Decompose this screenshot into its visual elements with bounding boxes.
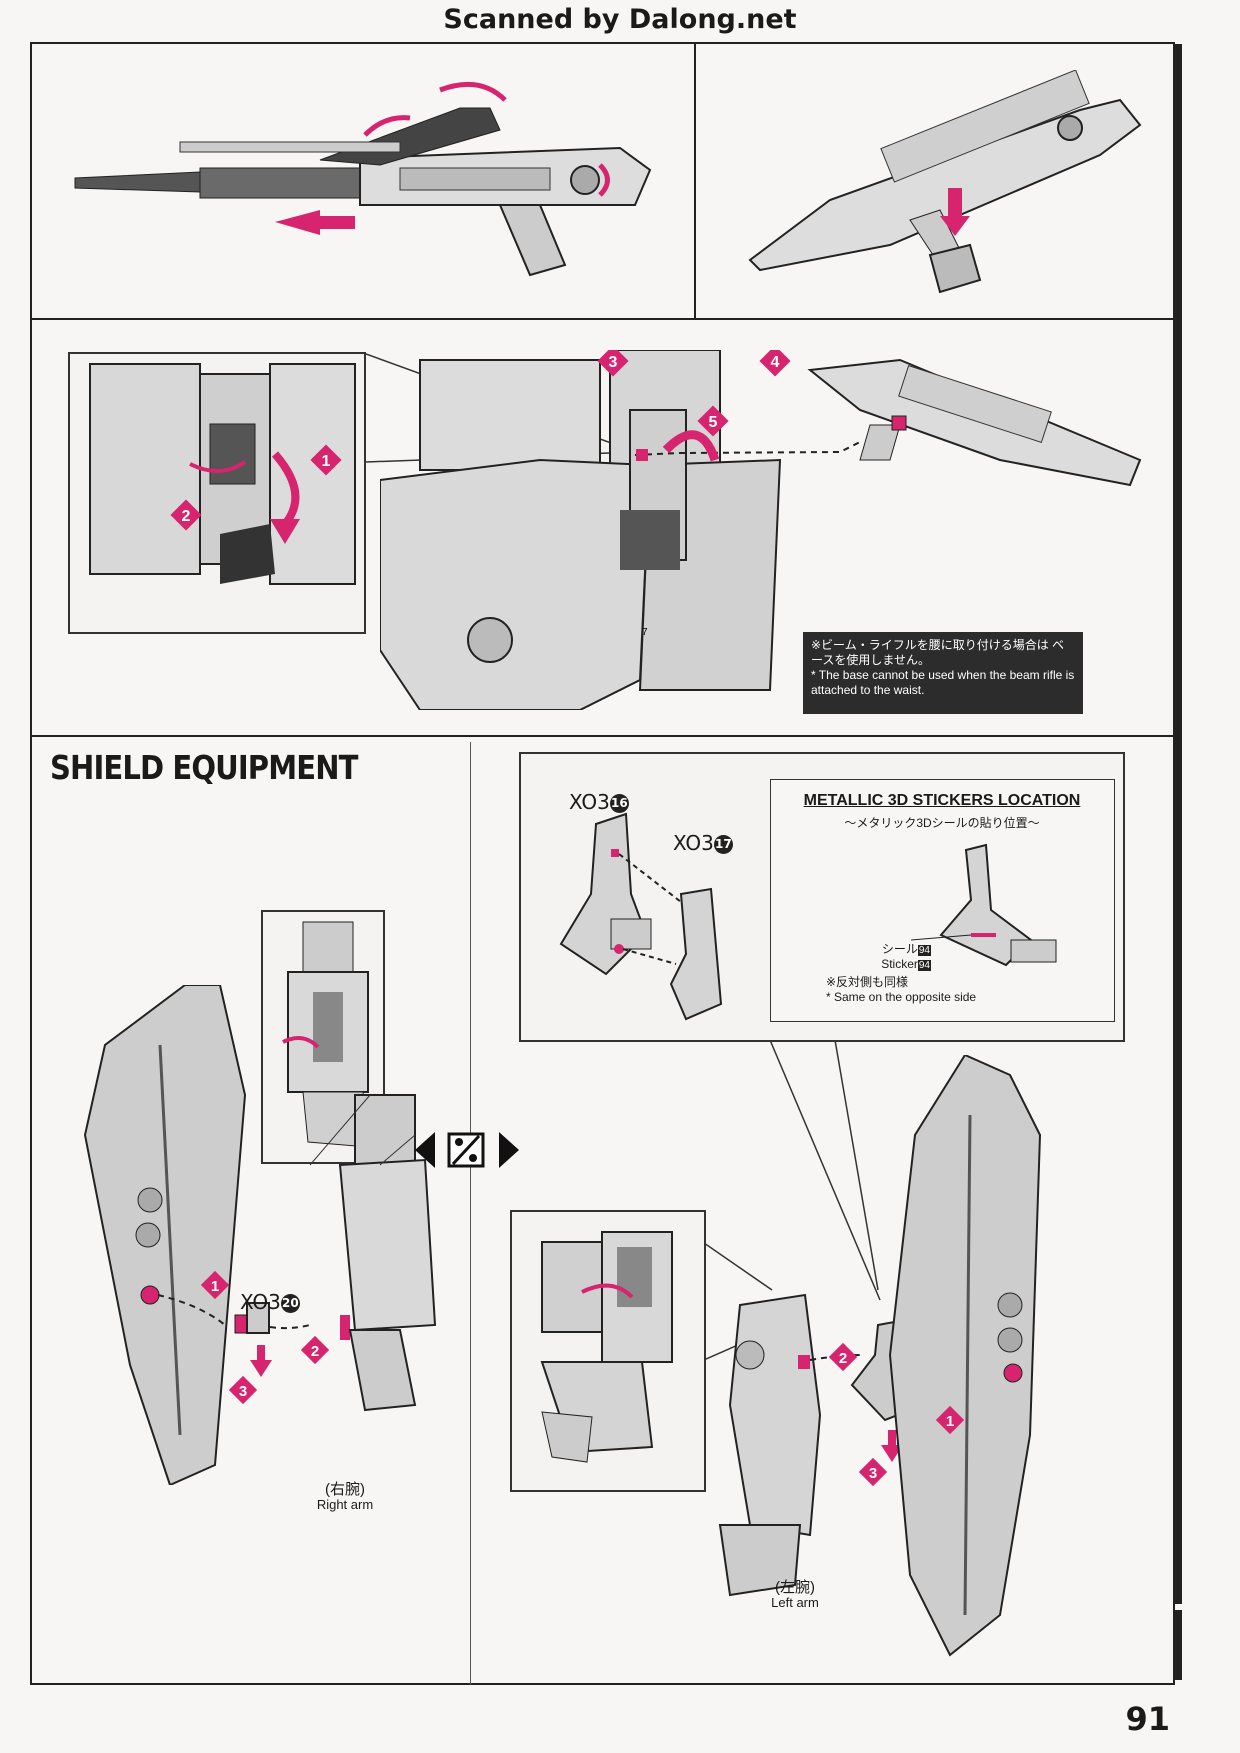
svg-text:2: 2 [839, 1350, 847, 1367]
left-arm-label-ja: (左腕) [775, 1579, 815, 1596]
sticker-num-en: 94 [917, 960, 931, 971]
right-arm-label-ja: (右腕) [325, 1481, 365, 1498]
divider-row-2 [30, 735, 1175, 737]
waist-detail-illustration: 1 2 [89, 363, 356, 585]
right-arm-caption: (右腕) Right arm [300, 1482, 390, 1512]
svg-text:1: 1 [322, 453, 331, 470]
svg-text:2: 2 [182, 508, 191, 525]
divider-top-col [694, 44, 696, 318]
opposite-note-en: * Same on the opposite side [826, 990, 977, 1004]
left-parts-illustration [559, 812, 723, 1021]
left-parts-inset: XO316 XO317 METALLIC 3D STICKERS LOCATIO… [519, 752, 1125, 1042]
sticker-part-illustration [911, 843, 1057, 967]
opposite-note: ※反対側も同様 * Same on the opposite side [826, 973, 976, 1004]
left-part-a-num: 16 [609, 794, 629, 813]
right-step-1-marker: 1 [200, 1270, 230, 1300]
sticker-label-en: Sticker [881, 957, 918, 971]
svg-text:4: 4 [771, 354, 780, 371]
left-part-a-label: XO316 [569, 790, 629, 814]
right-step-3-marker: 3 [228, 1375, 258, 1405]
step-1-marker: 1 [310, 444, 342, 476]
waist-note-ja: ※ビーム・ライフルを腰に取り付ける場合は ベースを使用しません。 [811, 638, 1065, 667]
svg-text:3: 3 [239, 1383, 247, 1400]
right-step-2-marker: 2 [300, 1335, 330, 1365]
left-step-2-marker: 2 [828, 1342, 858, 1372]
divider-row-1 [30, 318, 1175, 320]
page-number: 91 [1125, 1700, 1170, 1738]
stickers-title: METALLIC 3D STICKERS LOCATION [803, 792, 1081, 809]
left-step-3-marker: 3 [858, 1457, 888, 1487]
right-part-code: XO3 [240, 1290, 281, 1314]
section-title: SHIELD EQUIPMENT [50, 748, 358, 787]
sticker-num-ja: 94 [917, 945, 931, 956]
step-4-marker: 4 [759, 350, 791, 377]
svg-text:3: 3 [869, 1465, 877, 1482]
svg-text:2: 2 [311, 1343, 319, 1360]
left-part-b-code: XO3 [673, 831, 714, 855]
left-arm-detail-illustration [540, 1231, 673, 1463]
left-arm-detail-inset [510, 1210, 706, 1492]
part-number-7: 7 [642, 627, 648, 638]
svg-text:1: 1 [946, 1413, 954, 1430]
left-right-swap-icon [415, 1132, 519, 1168]
right-shield-assembly-illustration: 1 2 3 [83, 985, 437, 1485]
right-part-num: 20 [280, 1294, 300, 1313]
stickers-location-box: METALLIC 3D STICKERS LOCATION 〜メタリック3Dシー… [770, 779, 1115, 1022]
scan-credit: Scanned by Dalong.net [443, 4, 797, 35]
svg-text:3: 3 [609, 354, 618, 371]
right-arm-label-en: Right arm [316, 1497, 374, 1512]
stickers-subtitle: 〜メタリック3Dシールの貼り位置〜 [844, 816, 1040, 830]
side-rail-lower [1174, 1610, 1182, 1680]
side-rail [1174, 44, 1182, 1604]
waist-detail-inset: 1 2 [68, 352, 366, 634]
left-part-a-code: XO3 [569, 790, 610, 814]
left-arm-caption: (左腕) Left arm [750, 1580, 840, 1610]
inset-callout-lines [769, 1040, 881, 1301]
waist-note-en: * The base cannot be used when the beam … [811, 668, 1075, 697]
left-part-b-label: XO317 [673, 831, 733, 855]
left-step-1-marker: 1 [935, 1405, 965, 1435]
rifle-base-illustration [748, 70, 1142, 294]
rifle-stock-illustration [74, 81, 652, 277]
sticker-label-ja: シール [881, 942, 918, 956]
opposite-note-ja: ※反対側も同様 [826, 975, 909, 989]
divider-shield-col [470, 742, 471, 1685]
left-shield-assembly-illustration: 1 2 3 [718, 1055, 1042, 1657]
svg-text:1: 1 [211, 1278, 219, 1295]
waist-assembly-illustration: 7 3 4 5 [380, 350, 1142, 710]
sticker-label: シール94 Sticker94 [841, 940, 931, 971]
right-part-label: XO320 [240, 1290, 300, 1314]
left-part-b-num: 17 [713, 835, 733, 854]
waist-note: ※ビーム・ライフルを腰に取り付ける場合は ベースを使用しません。 * The b… [803, 632, 1083, 714]
svg-text:5: 5 [709, 414, 718, 431]
left-arm-label-en: Left arm [771, 1595, 819, 1610]
